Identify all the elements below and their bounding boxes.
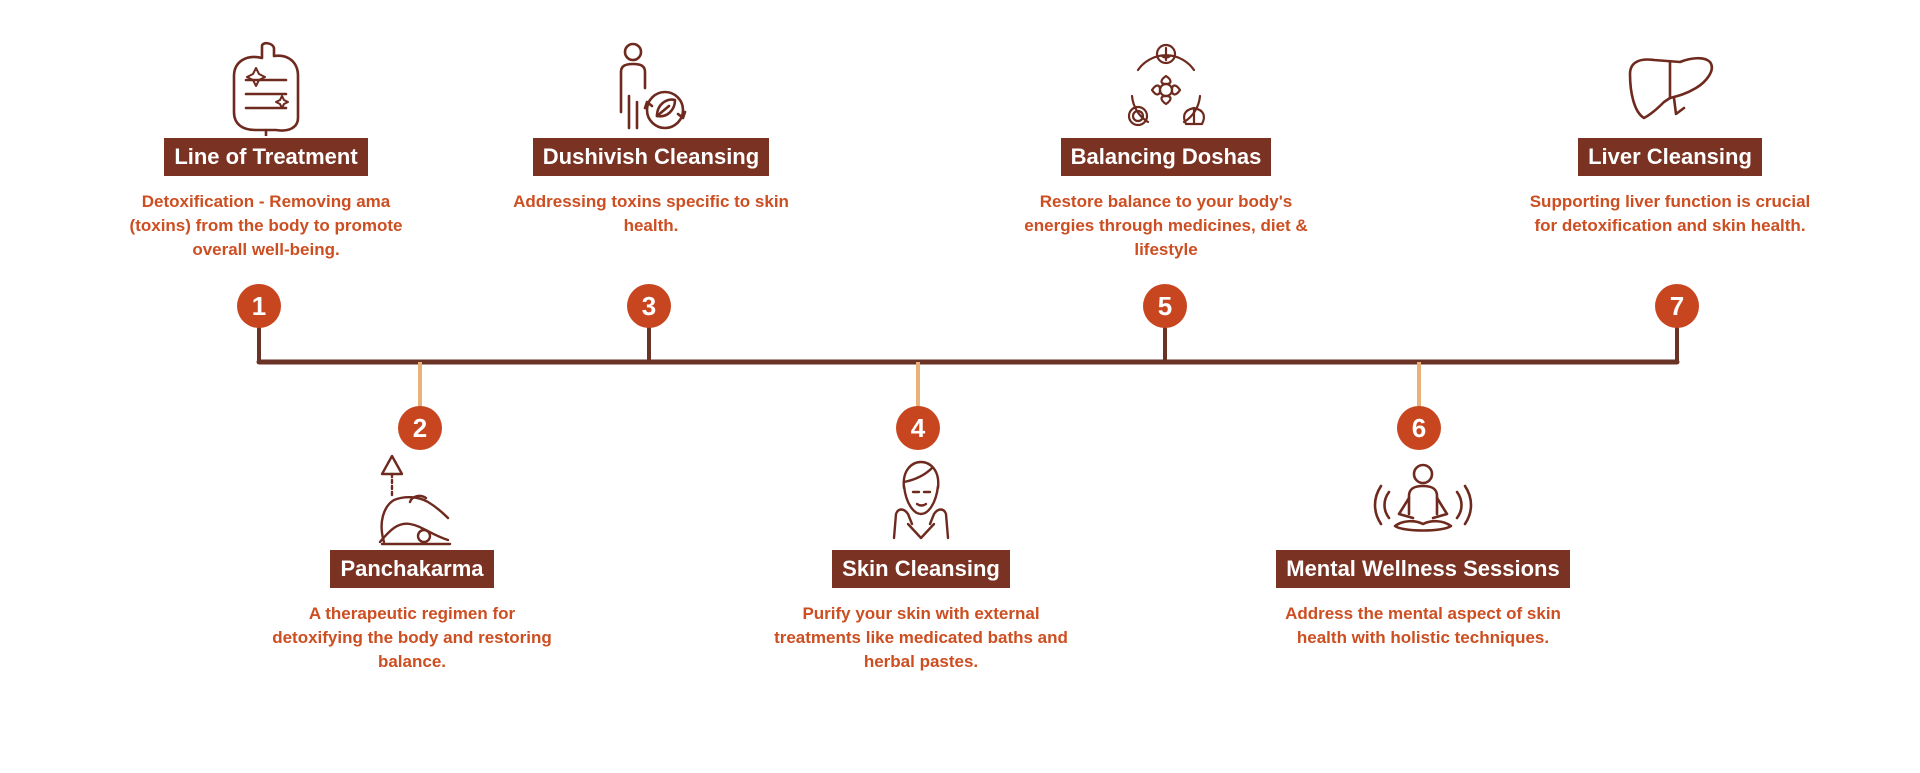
step-title: Dushivish Cleansing xyxy=(532,138,770,176)
person-leaf-cycle-icon xyxy=(491,38,811,138)
shirodhara-icon xyxy=(252,450,572,550)
step-number-7: 7 xyxy=(1655,284,1699,328)
step-6: Mental Wellness Sessions Address the men… xyxy=(1263,450,1583,650)
step-title: Panchakarma xyxy=(330,550,494,588)
liver-icon xyxy=(1510,38,1830,138)
step-description: A therapeutic regimen for detoxifying th… xyxy=(272,604,552,671)
step-7: Liver Cleansing Supporting liver functio… xyxy=(1510,38,1830,238)
step-4: Skin Cleansing Purify your skin with ext… xyxy=(761,450,1081,674)
step-3: Dushivish Cleansing Addressing toxins sp… xyxy=(491,38,811,238)
step-title: Liver Cleansing xyxy=(1578,138,1762,176)
step-description: Address the mental aspect of skin health… xyxy=(1285,604,1561,647)
step-number-1: 1 xyxy=(237,284,281,328)
step-number-3: 3 xyxy=(627,284,671,328)
step-number-4: 4 xyxy=(896,406,940,450)
step-5: Balancing Doshas Restore balance to your… xyxy=(1006,38,1326,262)
step-description: Purify your skin with external treatment… xyxy=(774,604,1068,671)
face-care-icon xyxy=(761,450,1081,550)
step-2: Panchakarma A therapeutic regimen for de… xyxy=(252,450,572,674)
dosha-balance-icon xyxy=(1006,38,1326,138)
step-description: Supporting liver function is crucial for… xyxy=(1529,192,1811,235)
step-number-2: 2 xyxy=(398,406,442,450)
step-number-5: 5 xyxy=(1143,284,1187,328)
intestine-icon xyxy=(106,38,426,138)
step-description: Restore balance to your body's energies … xyxy=(1024,192,1308,259)
step-1: Line of Treatment Detoxification - Remov… xyxy=(106,38,426,262)
step-description: Addressing toxins specific to skin healt… xyxy=(513,192,789,235)
meditation-icon xyxy=(1263,450,1583,550)
step-title: Line of Treatment xyxy=(164,138,368,176)
step-title: Mental Wellness Sessions xyxy=(1276,550,1570,588)
step-description: Detoxification - Removing ama (toxins) f… xyxy=(129,192,403,259)
step-number-6: 6 xyxy=(1397,406,1441,450)
step-title: Skin Cleansing xyxy=(832,550,1010,588)
step-title: Balancing Doshas xyxy=(1060,138,1272,176)
